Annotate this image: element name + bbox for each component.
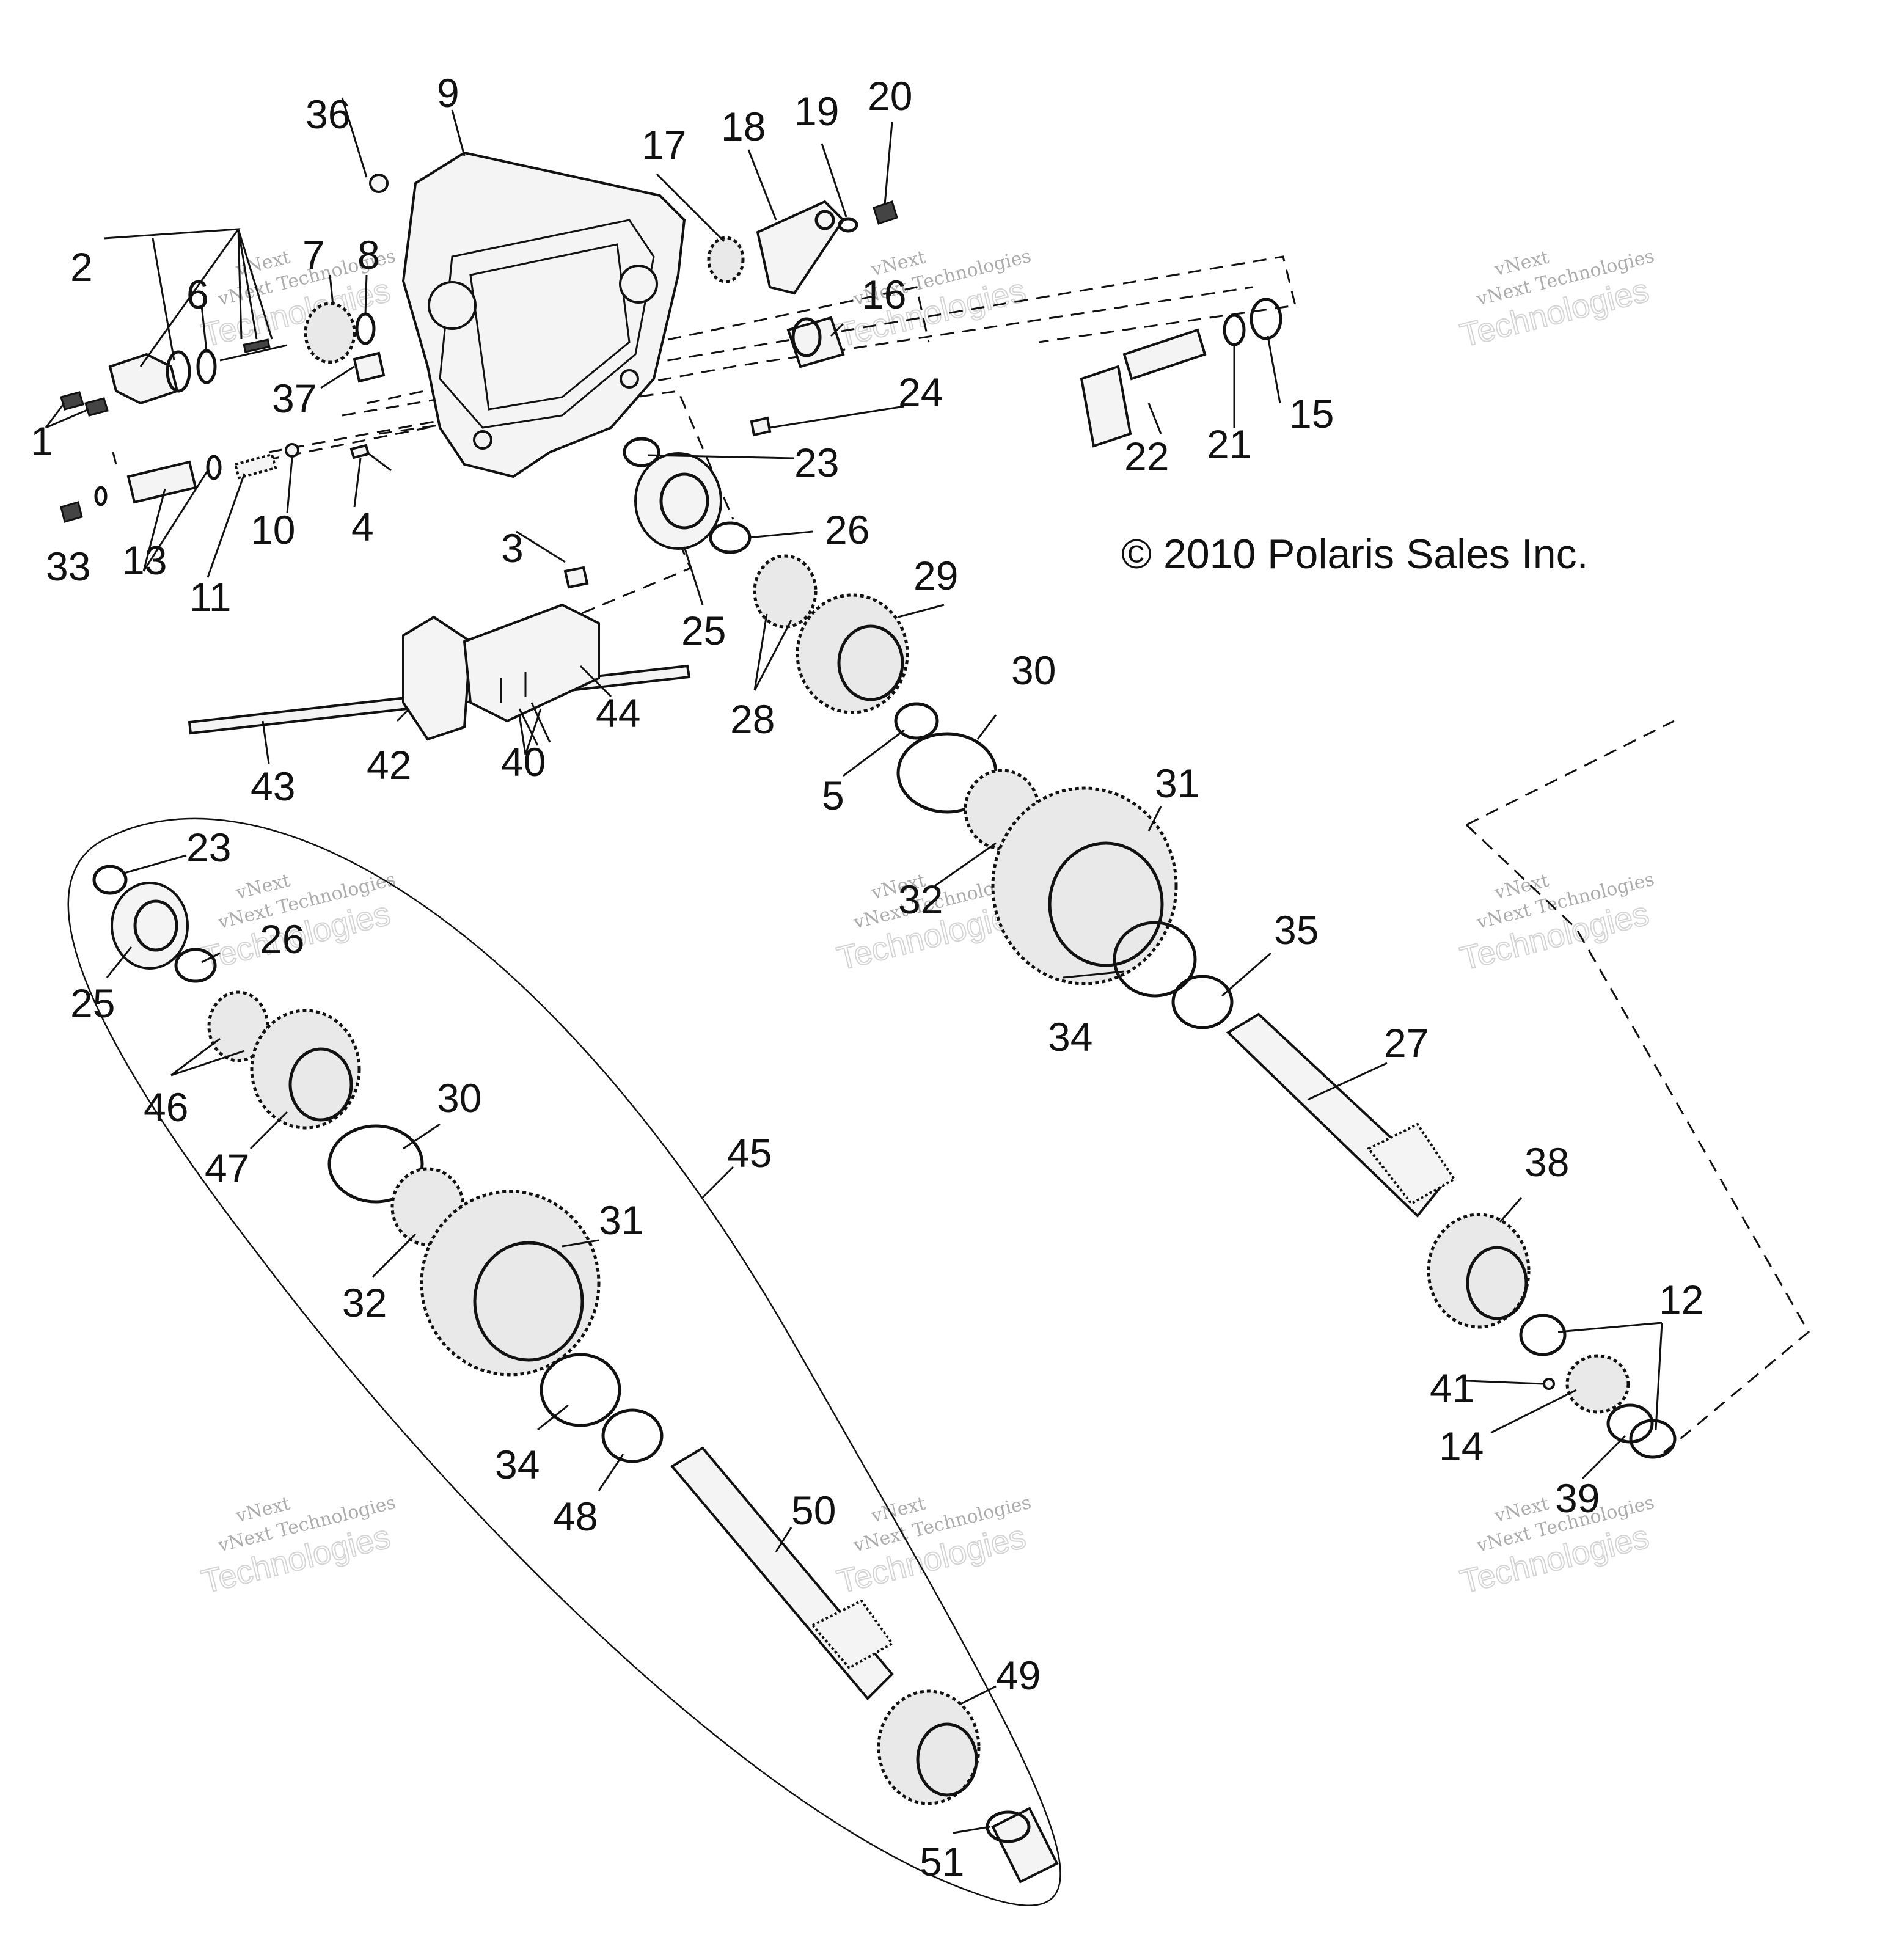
callout-23-kit: 23	[186, 825, 231, 870]
kit-45-assembly	[67, 817, 1061, 1906]
callout-4: 4	[351, 504, 374, 549]
callout-16: 16	[862, 272, 906, 317]
callout-13: 13	[122, 538, 167, 583]
callout-43: 43	[251, 764, 295, 809]
callout-45: 45	[727, 1130, 772, 1176]
callout-20: 20	[868, 73, 912, 119]
callout-22: 22	[1124, 434, 1169, 479]
callout-labels: 1 2 3 4 5 6 7 8 9 10 11 12 13 14 15 16 1…	[31, 70, 1703, 1884]
callout-23-upper: 23	[794, 440, 839, 485]
callout-31-upper: 31	[1155, 761, 1199, 806]
callout-25-kit: 25	[70, 981, 115, 1026]
callout-8: 8	[357, 232, 380, 277]
callout-30-kit: 30	[437, 1075, 481, 1121]
callout-44: 44	[596, 690, 640, 736]
callout-9: 9	[437, 70, 459, 115]
callout-50: 50	[791, 1488, 836, 1533]
callout-6: 6	[186, 272, 209, 317]
shift-detent-parts	[60, 174, 1282, 746]
callout-29: 29	[913, 553, 958, 598]
callout-12: 12	[1659, 1277, 1703, 1322]
callout-27: 27	[1384, 1020, 1429, 1066]
callout-35: 35	[1274, 907, 1319, 953]
callout-48: 48	[553, 1494, 598, 1539]
callout-15: 15	[1289, 391, 1334, 436]
callout-40: 40	[501, 739, 546, 784]
callout-19: 19	[794, 89, 839, 134]
callout-28: 28	[730, 697, 775, 742]
leader-lines	[45, 97, 1663, 1834]
transmission-housing	[401, 151, 686, 478]
callout-49: 49	[996, 1653, 1041, 1698]
callout-26-kit: 26	[260, 916, 304, 962]
callout-24: 24	[898, 370, 943, 415]
callout-5: 5	[822, 773, 844, 818]
callout-21: 21	[1207, 422, 1251, 467]
copyright-notice: © 2010 Polaris Sales Inc.	[1121, 531, 1589, 577]
callout-51: 51	[920, 1839, 964, 1884]
callout-18: 18	[721, 104, 766, 149]
callout-30-upper: 30	[1011, 648, 1056, 693]
callout-36: 36	[306, 92, 350, 137]
callout-33: 33	[46, 544, 90, 589]
callout-39: 39	[1555, 1475, 1600, 1521]
callout-34-kit: 34	[495, 1442, 540, 1487]
callout-10: 10	[251, 507, 295, 552]
callout-47: 47	[205, 1146, 249, 1191]
callout-17: 17	[642, 122, 686, 167]
callout-38: 38	[1524, 1139, 1569, 1185]
callout-42: 42	[367, 742, 411, 788]
callout-37: 37	[272, 376, 316, 421]
main-shaft-assembly	[623, 437, 1677, 1459]
callout-3: 3	[501, 525, 524, 571]
callout-7: 7	[302, 232, 325, 277]
callout-2: 2	[70, 244, 93, 290]
callout-26-upper: 26	[825, 507, 869, 552]
callout-32-upper: 32	[898, 877, 943, 922]
callout-46: 46	[144, 1084, 188, 1130]
callout-25-upper: 25	[681, 608, 726, 653]
callout-11: 11	[189, 574, 232, 620]
callout-41: 41	[1430, 1366, 1474, 1411]
callout-31-kit: 31	[599, 1198, 643, 1243]
callout-1: 1	[31, 419, 53, 464]
callout-34-upper: 34	[1048, 1014, 1092, 1059]
callout-32-kit: 32	[342, 1280, 387, 1325]
callout-14: 14	[1439, 1424, 1484, 1469]
